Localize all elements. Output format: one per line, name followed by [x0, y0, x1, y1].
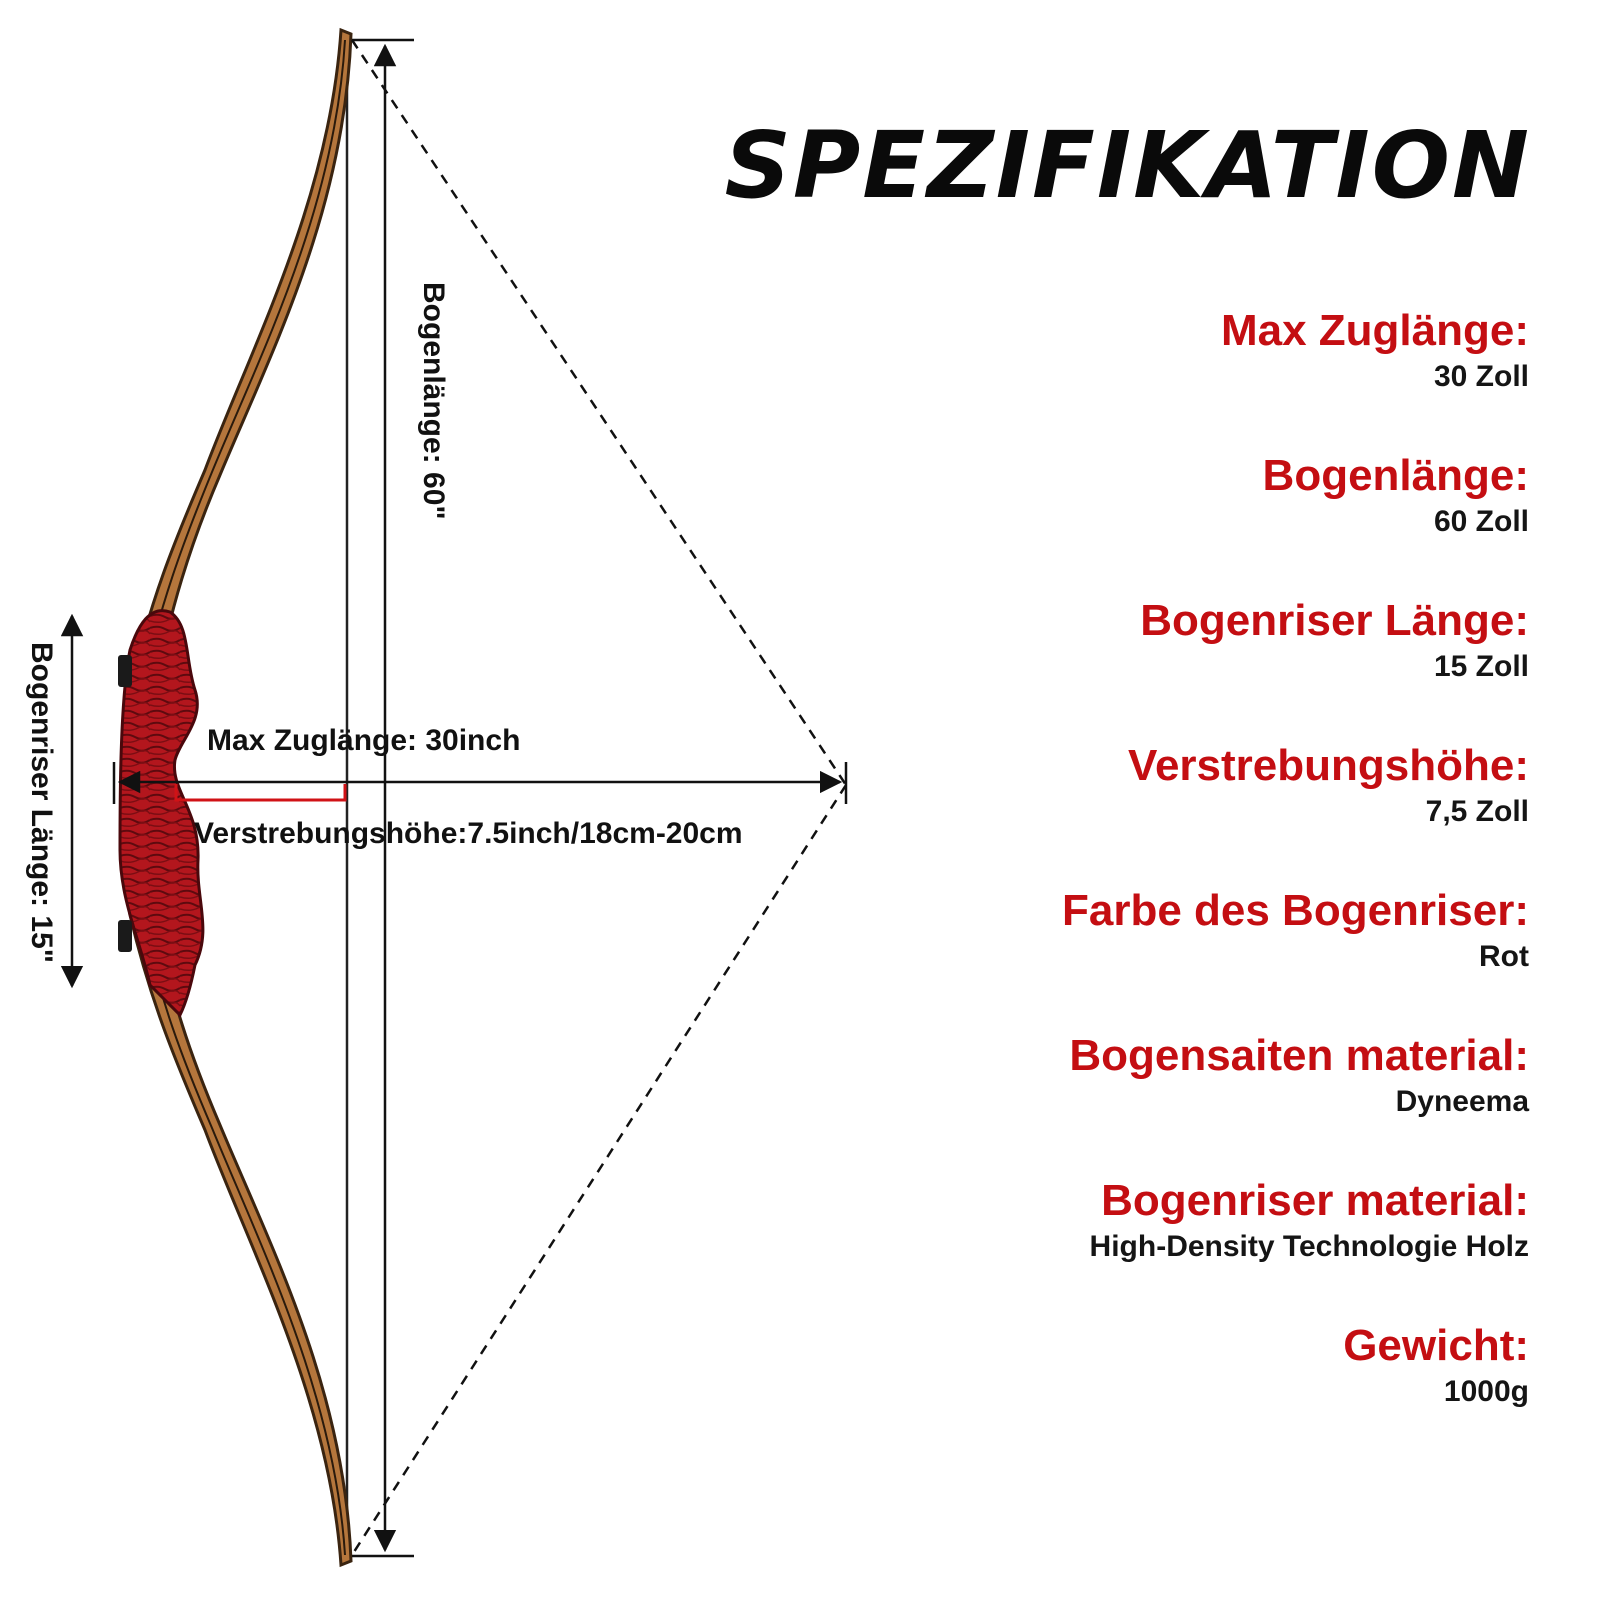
- draw-line-upper: [350, 39, 848, 786]
- spec-label: Bogenlänge:: [1262, 451, 1529, 500]
- spec-value: 1000g: [1443, 1375, 1529, 1408]
- limb-bolt-top: [118, 655, 132, 687]
- brace-height-label: Verstrebungshöhe:7.5inch/18cm-20cm: [194, 817, 743, 850]
- limb-bolt-bottom: [118, 920, 132, 952]
- spec-riser-material: Bogenriser material: High-Density Techno…: [889, 1175, 1529, 1320]
- brace-height-bracket: [174, 784, 347, 802]
- spec-riser-color: Farbe des Bogenriser: Rot: [889, 885, 1529, 1030]
- spec-label: Bogenriser Länge:: [1140, 596, 1529, 645]
- page-title: SPEZIFIKATION: [724, 112, 1531, 219]
- spec-value: 30 Zoll: [1433, 360, 1529, 393]
- bow-riser: [118, 609, 205, 1018]
- spec-bow-length: Bogenlänge: 60 Zoll: [889, 450, 1529, 595]
- spec-weight: Gewicht: 1000g: [889, 1320, 1529, 1465]
- spec-label: Verstrebungshöhe:: [1128, 741, 1529, 790]
- spec-value: 7,5 Zoll: [1425, 795, 1529, 828]
- spec-value: Dyneema: [1395, 1085, 1529, 1118]
- draw-length-label: Max Zuglänge: 30inch: [207, 724, 520, 757]
- spec-value: High-Density Technologie Holz: [1089, 1230, 1529, 1263]
- spec-max-draw-length: Max Zuglänge: 30 Zoll: [889, 305, 1529, 450]
- spec-label: Bogenriser material:: [1101, 1176, 1529, 1225]
- spec-label: Farbe des Bogenriser:: [1061, 886, 1529, 935]
- spec-label: Bogensaiten material:: [1069, 1031, 1529, 1080]
- riser-length-label: Bogenriser Länge: 15": [25, 642, 58, 963]
- bow-length-label: Bogenlänge: 60": [417, 282, 450, 520]
- draw-line-lower: [350, 784, 848, 1556]
- spec-list: Max Zuglänge: 30 Zoll Bogenlänge: 60 Zol…: [889, 305, 1529, 1465]
- spec-value: Rot: [1479, 940, 1529, 973]
- spec-label: Max Zuglänge:: [1220, 306, 1529, 355]
- lower-limb: [128, 913, 353, 1568]
- spec-brace-height: Verstrebungshöhe: 7,5 Zoll: [889, 740, 1529, 885]
- spec-value: 15 Zoll: [1433, 650, 1529, 683]
- spec-label: Gewicht:: [1343, 1321, 1529, 1370]
- spec-riser-length: Bogenriser Länge: 15 Zoll: [889, 595, 1529, 740]
- upper-limb: [128, 27, 353, 692]
- spec-value: 60 Zoll: [1433, 505, 1529, 538]
- spec-string-material: Bogensaiten material: Dyneema: [889, 1030, 1529, 1175]
